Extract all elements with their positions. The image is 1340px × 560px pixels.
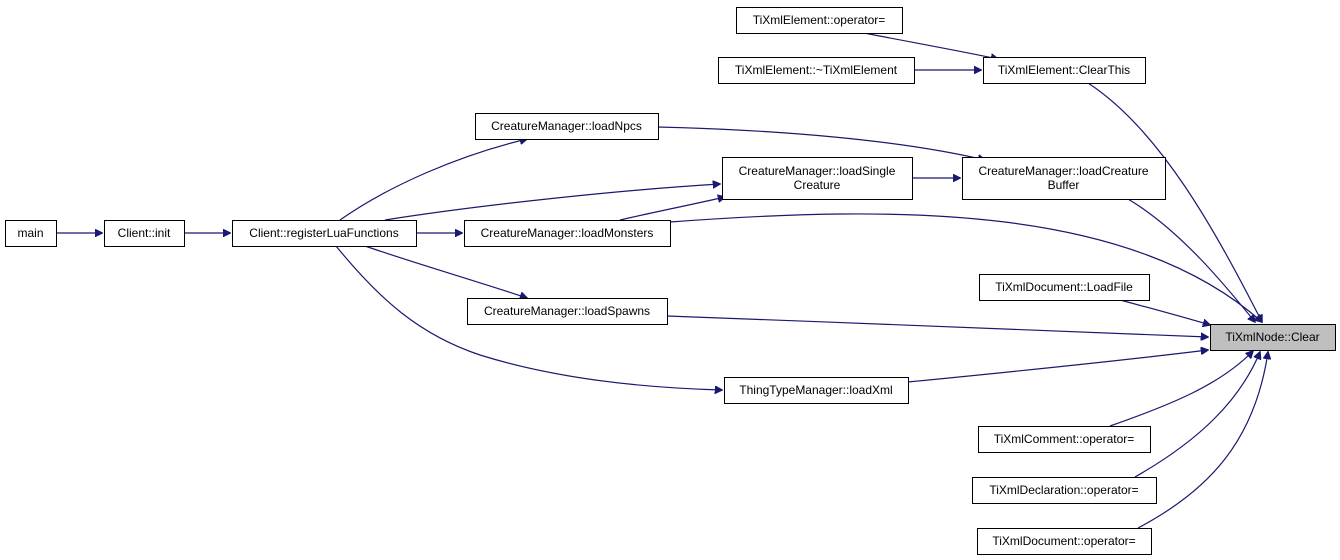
node-label: TiXmlComment::operator=	[994, 432, 1135, 446]
edges-layer	[56, 32, 1268, 529]
node-load-npcs[interactable]: CreatureManager::loadNpcs	[475, 113, 659, 140]
node-doc-loadfile[interactable]: TiXmlDocument::LoadFile	[979, 274, 1150, 301]
node-box	[718, 57, 915, 84]
node-label: Creature	[794, 178, 841, 192]
node-comment-op[interactable]: TiXmlComment::operator=	[978, 426, 1151, 453]
node-box	[467, 298, 668, 325]
node-label: main	[17, 226, 43, 240]
edge-thing-loadxml-to-node-clear	[907, 350, 1208, 383]
node-thing-loadxml[interactable]: ThingTypeManager::loadXml	[724, 377, 909, 404]
node-box	[977, 528, 1152, 555]
edge-decl-op-to-node-clear	[1134, 352, 1260, 478]
node-node-clear[interactable]: TiXmlNode::Clear	[1210, 324, 1336, 351]
node-label: Buffer	[1048, 178, 1080, 192]
node-box	[475, 113, 659, 140]
node-box	[722, 157, 913, 200]
node-load-monsters[interactable]: CreatureManager::loadMonsters	[464, 220, 671, 247]
node-doc-op[interactable]: TiXmlDocument::operator=	[977, 528, 1152, 555]
edge-elem-op-to-elem-clear	[863, 32, 998, 59]
node-elem-clear[interactable]: TiXmlElement::ClearThis	[983, 57, 1146, 84]
node-box	[978, 426, 1151, 453]
edge-load-npcs-to-load-buffer	[657, 126, 985, 160]
node-label: CreatureManager::loadCreature	[978, 164, 1148, 178]
edge-register-lua-to-load-single	[384, 184, 720, 221]
node-box	[724, 377, 909, 404]
node-box	[736, 7, 903, 34]
node-label: TiXmlDocument::LoadFile	[995, 280, 1133, 294]
node-load-spawns[interactable]: CreatureManager::loadSpawns	[467, 298, 668, 325]
node-label: Client::registerLuaFunctions	[249, 226, 398, 240]
node-box	[1210, 324, 1336, 351]
node-label: TiXmlDeclaration::operator=	[989, 483, 1138, 497]
node-elem-op[interactable]: TiXmlElement::operator=	[736, 7, 903, 34]
node-label: TiXmlElement::~TiXmlElement	[735, 63, 898, 77]
node-box	[983, 57, 1146, 84]
edge-doc-op-to-node-clear	[1137, 352, 1268, 529]
edge-load-monsters-to-node-clear	[669, 213, 1262, 322]
node-label: TiXmlElement::operator=	[753, 13, 886, 27]
nodes-layer: main Client::init Client::registerLuaFunct…	[5, 7, 1336, 555]
node-label: Client::init	[118, 226, 171, 240]
node-box	[104, 220, 185, 247]
node-main[interactable]: main	[5, 220, 57, 247]
edge-load-monsters-to-load-single	[619, 197, 725, 221]
node-label: TiXmlNode::Clear	[1225, 330, 1319, 344]
edge-comment-op-to-node-clear	[1109, 351, 1253, 427]
node-box	[979, 274, 1150, 301]
node-label: CreatureManager::loadSingle	[739, 164, 896, 178]
node-label: CreatureManager::loadMonsters	[481, 226, 654, 240]
node-box	[962, 157, 1166, 200]
node-box	[232, 220, 417, 247]
edge-load-spawns-to-node-clear	[666, 315, 1208, 337]
node-label: ThingTypeManager::loadXml	[739, 383, 892, 397]
node-client-init[interactable]: Client::init	[104, 220, 185, 247]
node-box	[5, 220, 57, 247]
edge-doc-loadfile-to-node-clear	[1119, 299, 1210, 325]
node-decl-op[interactable]: TiXmlDeclaration::operator=	[972, 477, 1157, 504]
edge-register-lua-to-load-spawns	[364, 245, 527, 298]
node-label: TiXmlElement::ClearThis	[998, 63, 1130, 77]
node-label: CreatureManager::loadSpawns	[484, 304, 650, 318]
node-box	[972, 477, 1157, 504]
edge-register-lua-to-load-npcs	[339, 139, 527, 221]
node-label: CreatureManager::loadNpcs	[491, 119, 642, 133]
node-label: TiXmlDocument::operator=	[992, 534, 1135, 548]
edge-elem-clear-to-node-clear	[1087, 82, 1262, 322]
edge-register-lua-to-thing-loadxml	[335, 245, 722, 390]
node-register-lua[interactable]: Client::registerLuaFunctions	[232, 220, 417, 247]
node-elem-dtor[interactable]: TiXmlElement::~TiXmlElement	[718, 57, 915, 84]
edge-load-buffer-to-node-clear	[1127, 198, 1255, 322]
node-box	[464, 220, 671, 247]
